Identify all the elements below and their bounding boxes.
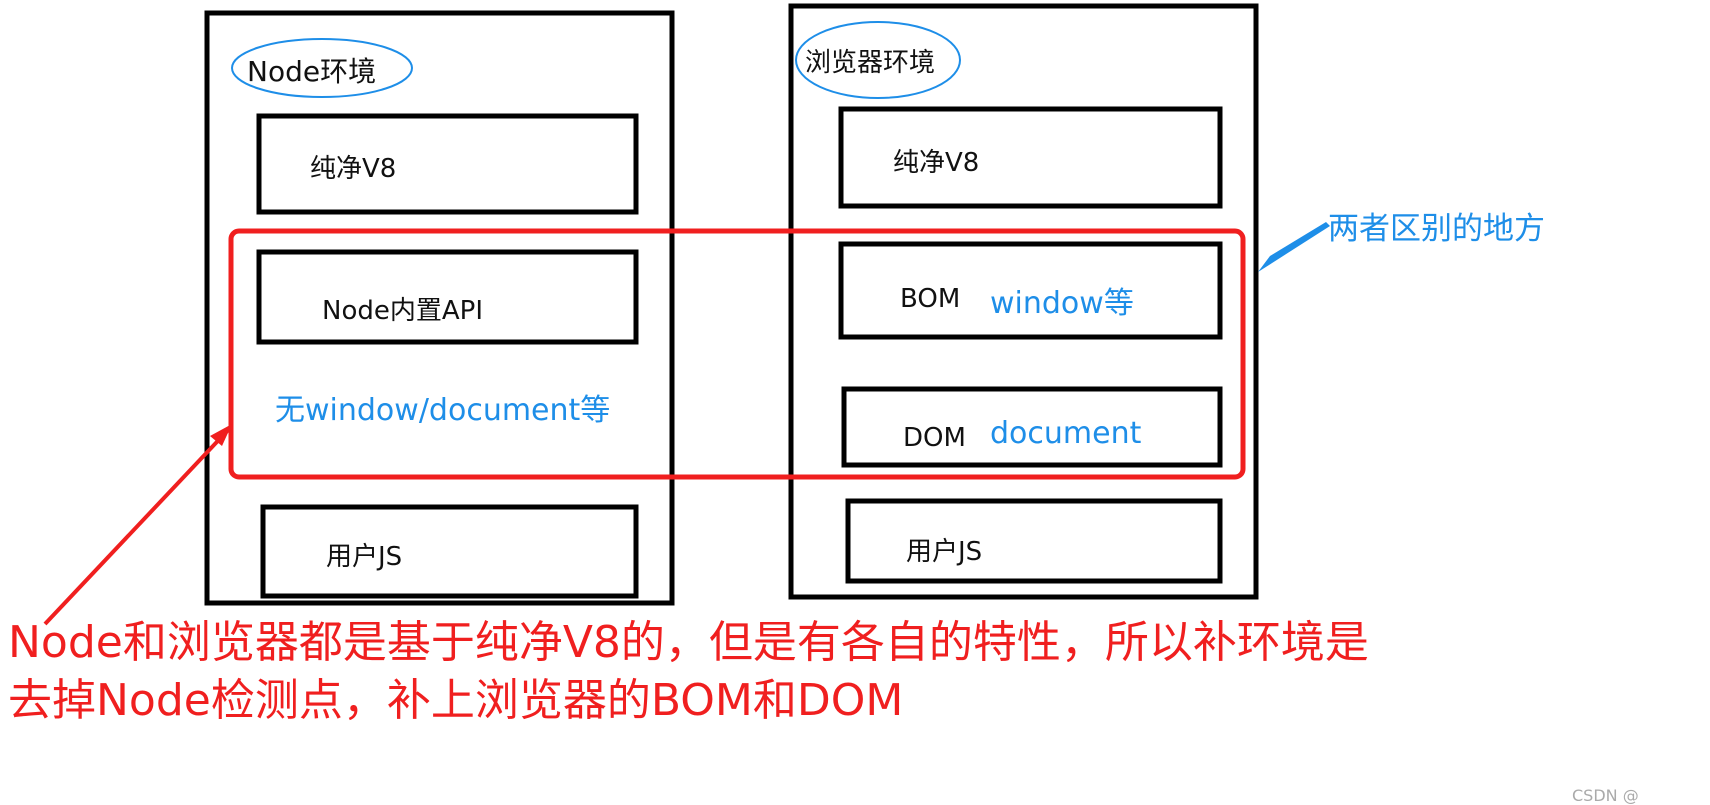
browser-v8-label: 纯净V8 [893, 148, 980, 178]
summary-line-1: Node和浏览器都是基于纯净V8的，但是有各自的特性，所以补环境是 [8, 617, 1369, 668]
browser-env-title: 浏览器环境 [805, 48, 936, 78]
node-userjs-label: 用户JS [326, 542, 403, 572]
node-title-ellipse [231, 38, 413, 98]
node-env-title: Node环境 [247, 55, 377, 88]
bom-note: window等 [990, 286, 1134, 321]
browser-v8-box [838, 106, 1223, 209]
browser-env-box [788, 3, 1259, 600]
browser-userjs-label: 用户JS [906, 537, 983, 567]
node-no-window-note: 无window/document等 [275, 393, 611, 428]
red-arrow-head [210, 424, 232, 446]
red-arrow-line [43, 426, 232, 626]
node-userjs-box [260, 504, 639, 599]
dom-box [841, 386, 1223, 468]
summary-line-2: 去掉Node检测点，补上浏览器的BOM和DOM [8, 675, 904, 726]
bom-box [838, 241, 1223, 340]
node-api-label: Node内置API [322, 296, 483, 326]
difference-label: 两者区别的地方 [1328, 211, 1545, 247]
node-env-box [204, 10, 675, 606]
node-api-box [256, 249, 639, 345]
bom-label: BOM [900, 284, 961, 314]
dom-note: document [990, 416, 1142, 451]
watermark: CSDN @ [1572, 786, 1639, 805]
node-v8-label: 纯净V8 [310, 154, 397, 184]
node-v8-box [256, 113, 639, 215]
browser-title-ellipse [795, 21, 961, 99]
browser-userjs-box [845, 498, 1223, 584]
blue-arrow-icon [1258, 222, 1330, 272]
dom-label: DOM [903, 423, 966, 453]
difference-highlight [228, 228, 1246, 480]
